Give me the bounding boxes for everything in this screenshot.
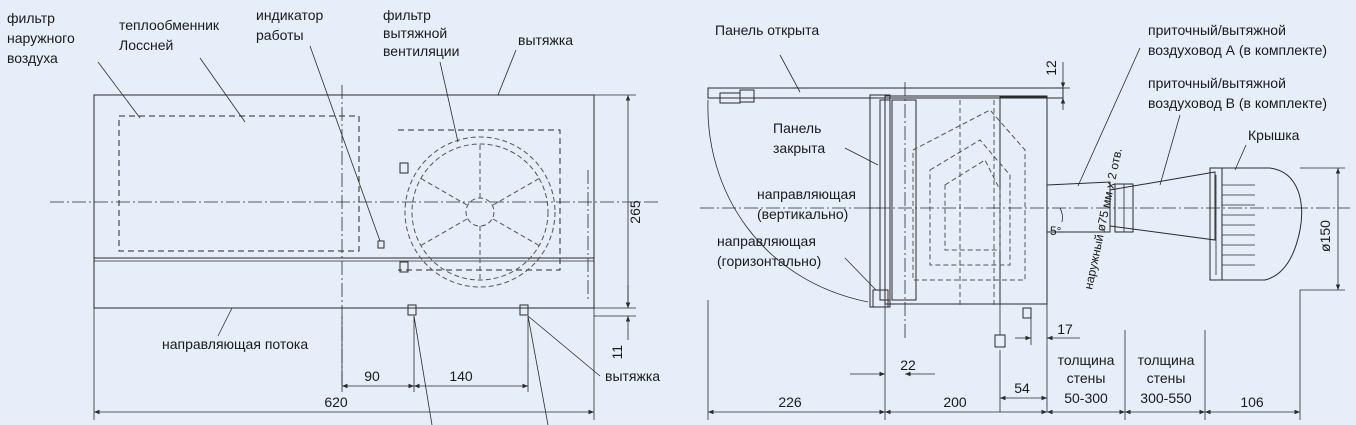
dim-17: 17 <box>1057 321 1073 337</box>
left-view: фильтр наружного воздуха теплообменник Л… <box>7 7 660 425</box>
label-panel-closed-2: закрыта <box>773 140 825 156</box>
duct-b <box>1109 171 1216 241</box>
internal-outline <box>912 109 1026 281</box>
dim-22: 22 <box>900 357 916 373</box>
label-exhaust-filter-3: вентиляции <box>383 43 459 59</box>
label-indicator-2: работы <box>256 27 304 43</box>
leader-exhaust-bottom <box>527 315 601 377</box>
label-outdoor-filter-2: наружного <box>7 30 75 46</box>
label-cover: Крышка <box>1248 127 1300 143</box>
label-guide-vertical-1: направляющая <box>757 186 856 202</box>
leader-panel-open <box>779 54 801 93</box>
wall2-line1: толщина <box>1138 352 1195 368</box>
label-indicator-1: индикатор <box>256 7 323 23</box>
heat-exchanger-outline <box>118 115 360 252</box>
cover-cap <box>1209 167 1303 281</box>
label-exhaust-top: вытяжка <box>518 32 573 48</box>
wall1-line1: толщина <box>1058 352 1115 368</box>
leader-exhaust-top <box>497 49 517 96</box>
label-heat-exchanger-1: теплообменник <box>119 17 220 33</box>
leader-indicator <box>309 45 381 242</box>
label-angle: 5° <box>1050 224 1062 238</box>
label-panel-closed-1: Панель <box>773 120 821 136</box>
dim-106: 106 <box>1240 394 1264 410</box>
wall2-line2: стены <box>1147 370 1186 386</box>
exhaust-filter-outline <box>398 129 561 271</box>
wall2-line3: 300-550 <box>1140 390 1192 406</box>
label-heat-exchanger-2: Лоссней <box>119 37 173 53</box>
label-exhaust-filter-1: фильтр <box>383 7 431 23</box>
port-left <box>407 304 417 316</box>
label-holes: наружный ø75 мм x 2 отв. <box>1081 147 1125 291</box>
label-panel-open: Панель открыта <box>715 22 819 38</box>
label-flow-guide: направляющая потока <box>162 336 308 352</box>
label-guide-horizontal-2: (горизонтально) <box>717 253 821 269</box>
leader-cover <box>1234 144 1247 171</box>
dim-90: 90 <box>364 368 380 384</box>
leader-duct-a <box>1077 47 1141 187</box>
unit-side-body <box>884 95 1048 305</box>
label-duct-b-1: приточный/вытяжной <box>1148 75 1286 91</box>
wall1-line3: 50-300 <box>1064 390 1108 406</box>
dim-140: 140 <box>449 368 473 384</box>
wall1-line2: стены <box>1067 370 1106 386</box>
leader-outdoor-filter <box>97 61 141 119</box>
port-right <box>519 304 529 316</box>
dim-54: 54 <box>1014 380 1030 396</box>
dim-226: 226 <box>778 394 802 410</box>
leader-exhaust-filter <box>439 61 459 143</box>
leader-duct-b <box>1159 114 1181 186</box>
label-exhaust-filter-2: вытяжной <box>383 25 447 41</box>
label-duct-a-2: воздуховод А (в комплекте) <box>1148 42 1327 58</box>
dim-dia150: ø150 <box>1317 220 1333 252</box>
dim-bottom-gap: 11 <box>609 345 625 360</box>
panel-sweep-arc <box>707 99 869 303</box>
label-guide-vertical-2: (вертикально) <box>757 206 848 222</box>
label-duct-b-2: воздуховод В (в комплекте) <box>1148 95 1327 111</box>
label-duct-a-1: приточный/вытяжной <box>1148 22 1286 38</box>
dim-width: 620 <box>324 394 348 410</box>
unit-body <box>93 94 595 309</box>
indicator-lamp <box>377 240 385 249</box>
fan-wheel <box>404 136 556 288</box>
label-exhaust-bottom: вытяжка <box>605 368 660 384</box>
label-outdoor-filter-1: фильтр <box>7 10 55 26</box>
right-view: Панель открыта Панель закрыта направляющ… <box>700 22 1350 420</box>
dim-12: 12 <box>1043 60 1059 76</box>
leader-heat-exchanger <box>199 57 246 123</box>
duct-a <box>1046 181 1111 233</box>
leader-flow-guide <box>217 307 233 337</box>
label-guide-horizontal-1: направляющая <box>717 233 816 249</box>
label-outdoor-filter-3: воздуха <box>7 50 58 66</box>
dim-200: 200 <box>943 394 967 410</box>
dim-height: 265 <box>627 200 643 224</box>
